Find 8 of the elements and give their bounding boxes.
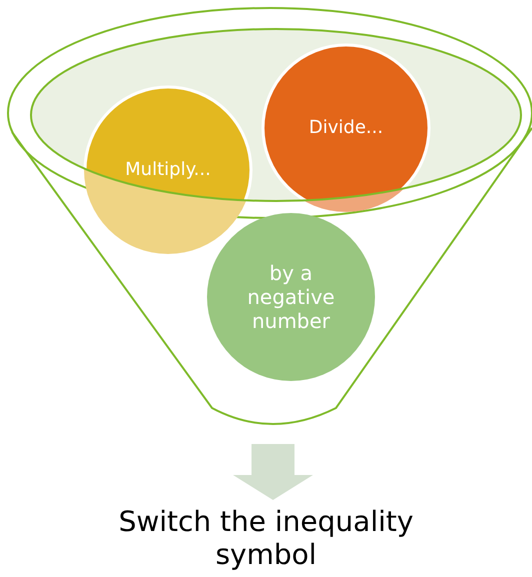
- circle-label: by a negative number: [246, 261, 336, 333]
- block-arrow: [233, 444, 313, 500]
- circle-label: Multiply...: [125, 159, 211, 181]
- result-text: Switch the inequality symbol: [118, 506, 414, 571]
- circle-shape: [207, 213, 375, 381]
- circle-shape: [84, 86, 252, 254]
- circle-shape: [262, 44, 430, 212]
- circle-label: Divide...: [308, 117, 384, 139]
